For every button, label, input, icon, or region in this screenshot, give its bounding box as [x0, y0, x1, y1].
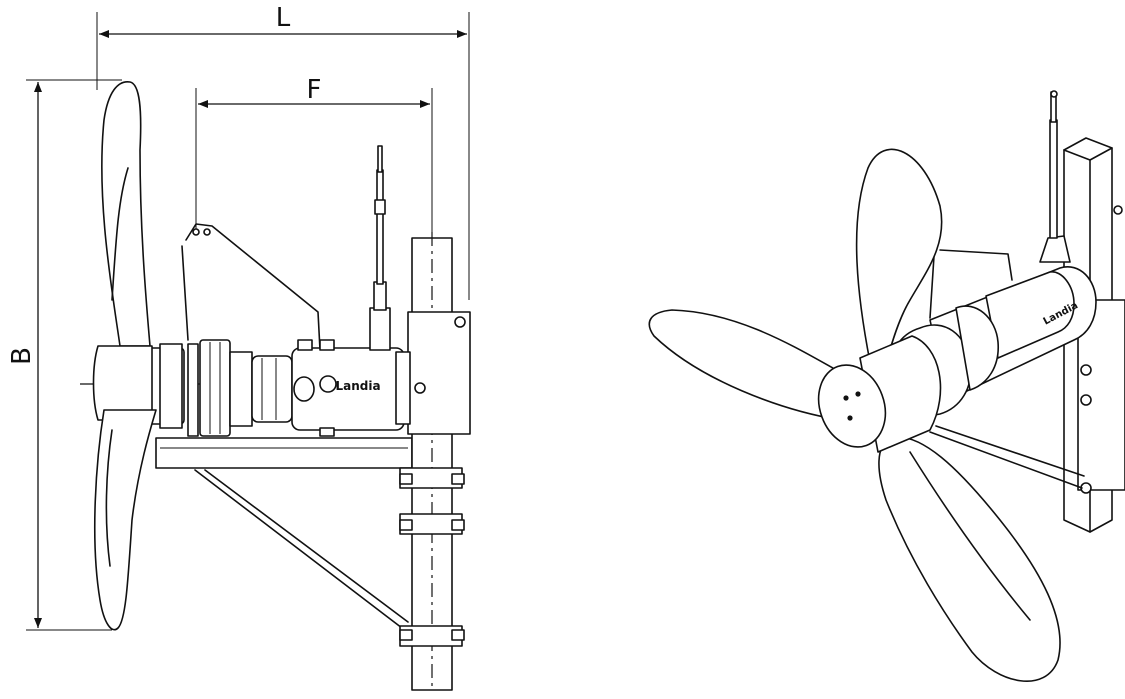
- cable-gland: [369, 307, 391, 351]
- rail-slide-plate: [407, 311, 471, 435]
- dimension-l: L: [96, 3, 470, 300]
- iso-lifting-bail: [939, 249, 1013, 281]
- dimension-f-label: F: [307, 75, 322, 105]
- isometric-view: Landia: [648, 90, 1125, 682]
- propeller-blade-upper: [101, 81, 151, 347]
- propeller-blades-side: [92, 81, 157, 631]
- lifting-bail: [185, 223, 321, 351]
- iso-cable-gland: [1039, 235, 1071, 263]
- guide-rail: [399, 232, 471, 691]
- iso-propeller: [648, 148, 1061, 682]
- iso-propeller-blade-upper: [855, 148, 943, 373]
- iso-cable: [1049, 119, 1058, 239]
- iso-support-strut: [929, 431, 1083, 489]
- dimension-b: B: [7, 79, 122, 631]
- rail-clamp-middle: [399, 513, 465, 535]
- motor-assembly: Landia: [187, 145, 411, 437]
- iso-guide-rail: [1063, 137, 1125, 533]
- iso-propeller-hub: [817, 335, 942, 453]
- cable: [376, 169, 384, 285]
- support-plate: [155, 437, 413, 469]
- iso-propeller-blade-left: [648, 309, 841, 421]
- propeller-blade-lower: [93, 409, 157, 631]
- iso-propeller-blade-lower: [878, 436, 1061, 682]
- mounting-bracket: [155, 437, 413, 629]
- dimension-b-label: B: [7, 347, 37, 365]
- brand-label: Landia: [335, 379, 380, 393]
- dimension-l-label: L: [276, 3, 291, 33]
- rail-clamp-lower: [399, 625, 465, 647]
- rail-clamp-upper: [399, 467, 465, 489]
- side-view: L F B: [7, 3, 471, 691]
- dimension-f: F: [195, 75, 433, 240]
